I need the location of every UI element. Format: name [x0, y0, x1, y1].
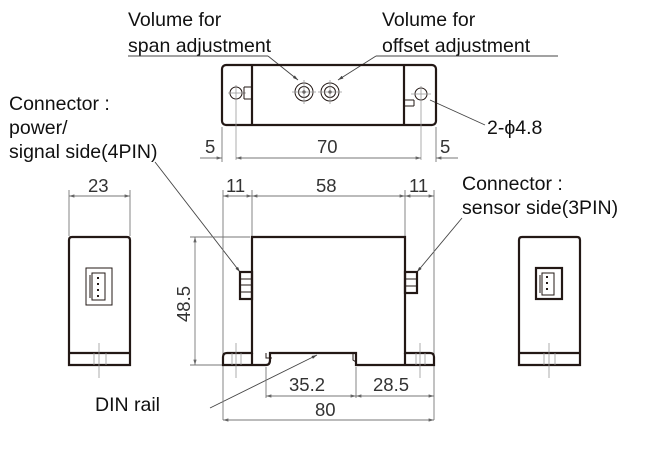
sensor-connector-body: [403, 270, 419, 295]
power-pin-1: [97, 277, 99, 279]
sensor-connector-label-line1: Connector :: [462, 173, 563, 195]
span-volume-leader: [267, 55, 299, 81]
sensor-pin-1: [546, 276, 548, 278]
power-connector-label-line3: signal side(4PIN): [9, 141, 157, 163]
mount-hole-label: 2-ϕ4.8: [429, 99, 542, 139]
power-connector-leader: [154, 161, 241, 273]
offset-volume-label-line1: Volume for: [382, 9, 476, 31]
offset-volume-leader: [337, 55, 377, 81]
front-body-outline: [221, 235, 436, 367]
sensor-connector-label: Connector : sensor side(3PIN): [416, 173, 618, 273]
left-side-body: [67, 235, 132, 367]
mount-hole-label-text: 2-ϕ4.8: [487, 117, 542, 139]
din-rail-hook-left: [265, 353, 272, 359]
mount-hole-leader: [429, 99, 486, 126]
power-connector-housing: [91, 272, 106, 301]
power-connector: [238, 270, 254, 301]
span-volume-label-line1: Volume for: [128, 9, 222, 31]
power-connector-label: Connector : power/ signal side(4PIN): [9, 93, 241, 273]
span-volume[interactable]: [292, 80, 316, 104]
sensor-pin-2: [546, 282, 548, 284]
mount-hole-right-latch: [404, 99, 415, 107]
power-pin-2: [97, 283, 99, 285]
top-dim-right-margin: 5: [440, 136, 450, 157]
sensor-connector: [403, 270, 419, 295]
din-rail-leader: [209, 354, 318, 409]
front-view: 11 58 11 48.5: [173, 175, 436, 422]
top-view: 5 70 5: [200, 63, 458, 162]
sensor-connector-frame: [534, 266, 564, 301]
power-connector-frame: [85, 267, 113, 306]
top-dim-left-margin: 5: [205, 136, 215, 157]
din-rail-label: DIN rail: [95, 354, 318, 416]
mount-hole-left: [228, 85, 252, 160]
power-pin-3: [97, 289, 99, 291]
power-connector-label-line1: Connector :: [9, 93, 110, 115]
front-dim-left-flange: 11: [226, 175, 245, 196]
din-rail-hook-right: [352, 353, 357, 363]
span-volume-label: Volume for span adjustment: [128, 9, 299, 81]
right-side-view: [517, 235, 582, 378]
sensor-connector-socket: [534, 266, 564, 301]
overall-length-dim: 80: [315, 399, 336, 420]
sensor-connector-housing: [541, 272, 555, 296]
power-connector-socket: [85, 267, 113, 306]
offset-volume[interactable]: [318, 80, 342, 104]
side-dim-width: 23: [88, 175, 109, 196]
top-dim-pitch: 70: [317, 136, 338, 157]
power-connector-label-line2: power/: [9, 117, 68, 139]
left-side-view: 23: [67, 175, 132, 378]
sensor-connector-leader: [416, 217, 463, 273]
top-view-body: [220, 63, 438, 127]
power-pin-4: [97, 295, 99, 297]
mount-hole-right: [404, 86, 431, 160]
right-side-body: [517, 235, 582, 367]
mount-hole-left-latch: [243, 86, 252, 100]
offset-volume-label-line2: offset adjustment: [382, 35, 531, 57]
sensor-connector-label-line2: sensor side(3PIN): [462, 197, 618, 219]
front-dim-body: 58: [316, 175, 337, 196]
rail-right-dim: 28.5: [373, 374, 409, 395]
span-volume-label-line2: span adjustment: [128, 35, 272, 57]
front-dim-right-flange: 11: [409, 175, 428, 196]
offset-volume-label: Volume for offset adjustment: [337, 9, 558, 81]
din-rail-label-text: DIN rail: [95, 394, 160, 416]
rail-slot-dim: 35.2: [289, 374, 325, 395]
height-dim: 48.5: [173, 286, 194, 322]
sensor-pin-3: [546, 288, 548, 290]
